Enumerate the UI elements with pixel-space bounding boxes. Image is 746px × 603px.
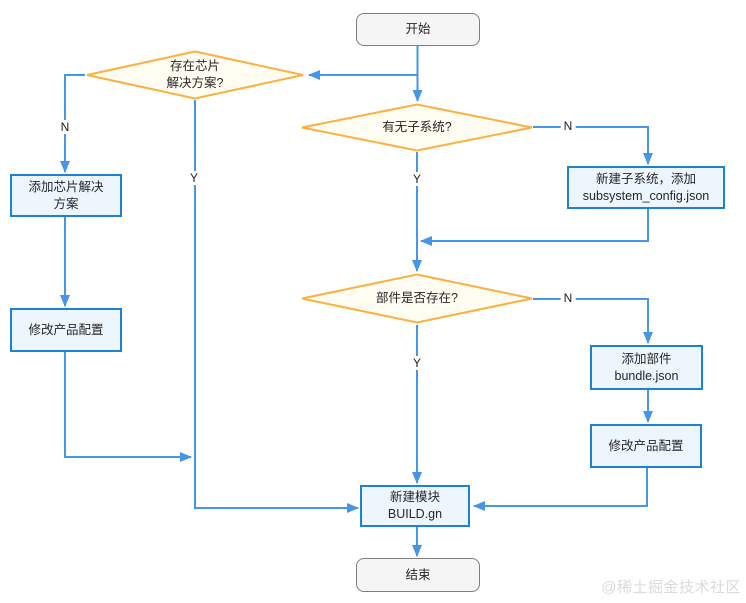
- create-subsystem-node: 新建子系统，添加 subsystem_config.json: [567, 166, 725, 209]
- edge-label-subsystem-no: N: [560, 119, 576, 133]
- edge-label-chip-no: N: [57, 120, 73, 134]
- create-module-node: 新建模块 BUILD.gn: [360, 485, 470, 527]
- subsystem-decision-label: 有无子系统?: [382, 120, 452, 135]
- edge-chip-yes-to-create-module: [194, 100, 359, 513]
- edge-label-chip-yes: Y: [186, 171, 202, 185]
- edge-subsystem-no-to-create-subsystem: [533, 126, 653, 165]
- diamond-shape: [301, 103, 533, 152]
- modify-product-left-node: 修改产品配置: [10, 308, 122, 352]
- component-decision-node: 部件是否存在?: [300, 273, 534, 324]
- start-node: 开始: [356, 13, 480, 46]
- watermark: @稀土掘金技术社区: [601, 579, 741, 596]
- chip-decision-label: 存在芯片 解决方案?: [166, 59, 224, 90]
- subsystem-decision-node: 有无子系统?: [300, 103, 534, 152]
- diamond-shape: [86, 50, 304, 100]
- start-label: 开始: [405, 22, 431, 37]
- add-bundle-node: 添加部件 bundle.json: [590, 345, 703, 390]
- create-subsystem-label: 新建子系统，添加 subsystem_config.json: [582, 171, 710, 203]
- edge-modify-right-to-create-module: [473, 468, 648, 511]
- edge-label-component-no: N: [560, 291, 576, 305]
- edge-label-subsystem-yes: Y: [409, 172, 425, 186]
- end-node: 结束: [356, 558, 480, 592]
- end-label: 结束: [405, 567, 431, 582]
- edge-modify-left-merge: [64, 352, 192, 462]
- add-bundle-label: 添加部件 bundle.json: [614, 351, 679, 383]
- edge-component-no-to-add-bundle: [533, 298, 653, 344]
- edge-label-component-yes: Y: [409, 356, 425, 370]
- modify-product-right-node: 修改产品配置: [590, 424, 702, 468]
- create-module-label: 新建模块 BUILD.gn: [387, 490, 443, 521]
- modify-product-left-label: 修改产品配置: [28, 322, 104, 337]
- component-decision-label: 部件是否存在?: [376, 291, 458, 306]
- edge-chip-no-to-chip-solution: [60, 74, 85, 173]
- chip-solution-node: 添加芯片解决 方案: [10, 174, 122, 217]
- chip-solution-label: 添加芯片解决 方案: [28, 179, 104, 211]
- diamond-shape: [301, 273, 533, 324]
- modify-product-right-label: 修改产品配置: [608, 438, 684, 453]
- edge-create-subsystem-merge: [420, 209, 649, 246]
- chip-decision-node: 存在芯片 解决方案?: [85, 50, 305, 100]
